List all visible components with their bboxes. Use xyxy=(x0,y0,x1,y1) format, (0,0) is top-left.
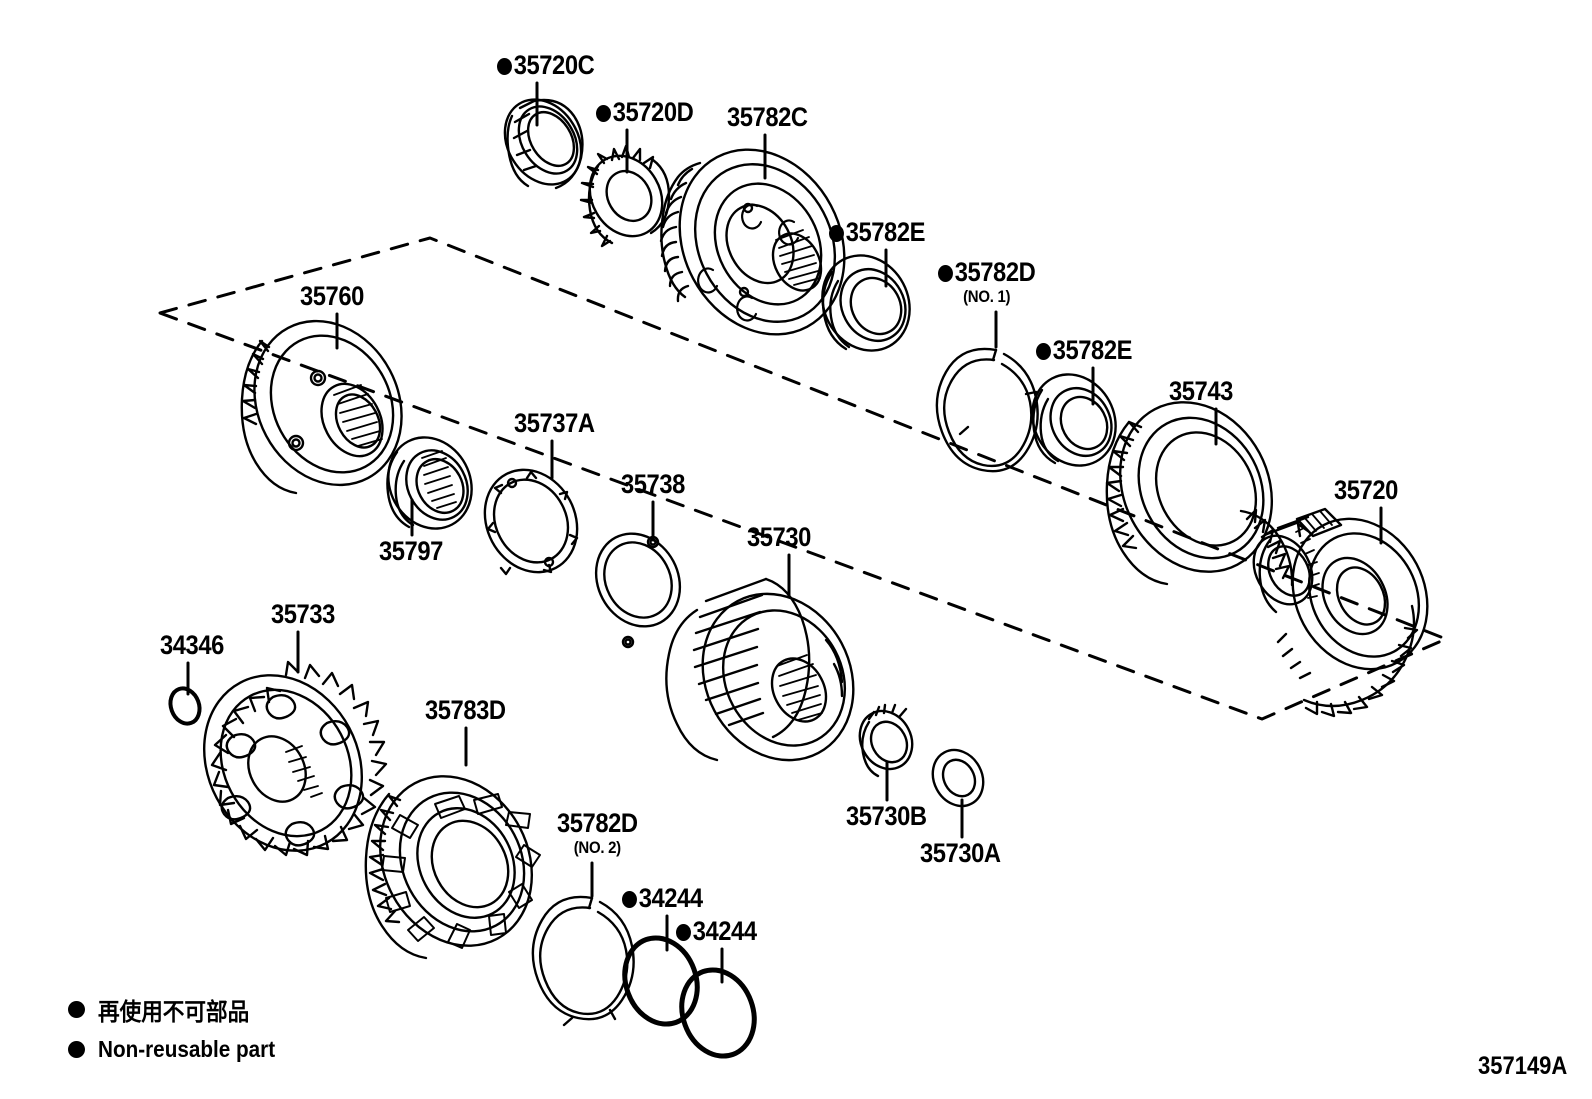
part-35737A xyxy=(483,468,579,576)
part-label-34244[interactable]: 34244 xyxy=(676,918,757,945)
part-35730B xyxy=(858,703,914,778)
part-number-text: 35737A xyxy=(514,408,595,438)
part-label-35782E[interactable]: 35782E xyxy=(1036,337,1132,364)
part-number-text: 35782E xyxy=(1052,335,1133,365)
part-number-qualifier: (NO. 2) xyxy=(573,838,621,857)
figure-id: 357149A xyxy=(1478,1052,1568,1080)
part-35783D xyxy=(364,775,541,960)
part-label-35782D-NO1[interactable]: 35782D(NO. 1) xyxy=(938,257,1036,306)
part-number-text: 35782E xyxy=(845,217,926,247)
part-label-35782D-NO2[interactable]: 35782D(NO. 2) xyxy=(557,808,638,857)
part-label-34244[interactable]: 34244 xyxy=(622,885,703,912)
part-35730A xyxy=(931,748,985,808)
part-label-35730B[interactable]: 35730B xyxy=(846,803,927,830)
part-35782E-1 xyxy=(821,254,911,352)
part-35720C xyxy=(503,98,584,190)
part-label-35737A[interactable]: 35737A xyxy=(514,410,595,437)
part-label-35720D[interactable]: 35720D xyxy=(596,97,694,127)
nonreusable-bullet-icon xyxy=(596,105,611,122)
part-label-35730A[interactable]: 35730A xyxy=(920,840,1001,867)
nonreusable-bullet-icon xyxy=(68,1001,85,1018)
part-number-qualifier: (NO. 1) xyxy=(963,287,1011,306)
nonreusable-bullet-icon xyxy=(938,265,953,282)
part-35743 xyxy=(1105,401,1294,587)
part-label-35782C[interactable]: 35782C xyxy=(727,104,808,131)
part-number-text: 35782C xyxy=(727,102,808,132)
nonreusable-bullet-icon xyxy=(829,225,844,242)
part-number-text: 34244 xyxy=(638,883,703,913)
part-label-34346[interactable]: 34346 xyxy=(160,632,224,659)
part-35782D-no1 xyxy=(935,347,1039,473)
nonreusable-bullet-icon xyxy=(1036,343,1051,360)
part-34244-1 xyxy=(622,935,700,1027)
part-number-text: 35730A xyxy=(920,838,1001,868)
part-number-text: 35783D xyxy=(425,695,506,725)
part-number-text: 35760 xyxy=(300,281,364,311)
part-number-text: 35720 xyxy=(1334,475,1398,505)
legend: 再使用不可部品 Non-reusable part xyxy=(68,992,295,1072)
part-label-35797[interactable]: 35797 xyxy=(379,538,443,565)
part-number-text: 34346 xyxy=(160,630,224,660)
leader-lines xyxy=(186,81,1383,984)
part-label-35738[interactable]: 35738 xyxy=(621,471,685,498)
legend-row-jp: 再使用不可部品 xyxy=(68,992,295,1027)
part-label-35730[interactable]: 35730 xyxy=(747,524,811,551)
legend-label-jp: 再使用不可部品 xyxy=(98,998,250,1026)
part-label-35783D[interactable]: 35783D xyxy=(425,697,506,724)
part-number-text: 35782D xyxy=(557,808,638,838)
part-35782E-2 xyxy=(1031,373,1117,467)
part-number-text: 35733 xyxy=(271,599,335,629)
part-label-35733[interactable]: 35733 xyxy=(271,601,335,628)
part-number-text: 35720C xyxy=(513,50,595,80)
part-label-35743[interactable]: 35743 xyxy=(1169,378,1233,405)
nonreusable-bullet-icon xyxy=(497,58,512,75)
part-34244-2 xyxy=(679,967,757,1059)
part-label-35782E[interactable]: 35782E xyxy=(829,219,925,246)
part-35760 xyxy=(240,319,403,495)
part-35730 xyxy=(665,577,855,762)
part-label-35720C[interactable]: 35720C xyxy=(497,50,595,80)
assembly-boundary xyxy=(158,236,1448,721)
part-number-text: 35720D xyxy=(612,97,694,127)
part-35733 xyxy=(202,660,388,857)
nonreusable-bullet-icon xyxy=(68,1041,85,1058)
part-label-35760[interactable]: 35760 xyxy=(300,283,364,310)
part-35782C xyxy=(659,148,846,336)
part-label-35720[interactable]: 35720 xyxy=(1334,477,1398,504)
nonreusable-bullet-icon xyxy=(622,891,637,908)
nonreusable-bullet-icon xyxy=(676,924,691,941)
legend-row-en: Non-reusable part xyxy=(68,1036,295,1063)
part-35797 xyxy=(386,436,473,530)
part-34346 xyxy=(168,686,202,726)
part-number-text: 35743 xyxy=(1169,376,1233,406)
part-number-text: 35738 xyxy=(621,469,685,499)
part-number-text: 35730B xyxy=(846,801,927,831)
part-number-text: 35730 xyxy=(747,522,811,552)
part-35720D xyxy=(579,144,671,248)
legend-label-en: Non-reusable part xyxy=(98,1036,276,1062)
part-35720 xyxy=(1252,507,1429,718)
part-number-text: 35797 xyxy=(379,536,443,566)
part-number-text: 35782D xyxy=(954,257,1036,287)
part-number-text: 34244 xyxy=(692,916,757,946)
part-35782D-no2 xyxy=(531,895,635,1027)
